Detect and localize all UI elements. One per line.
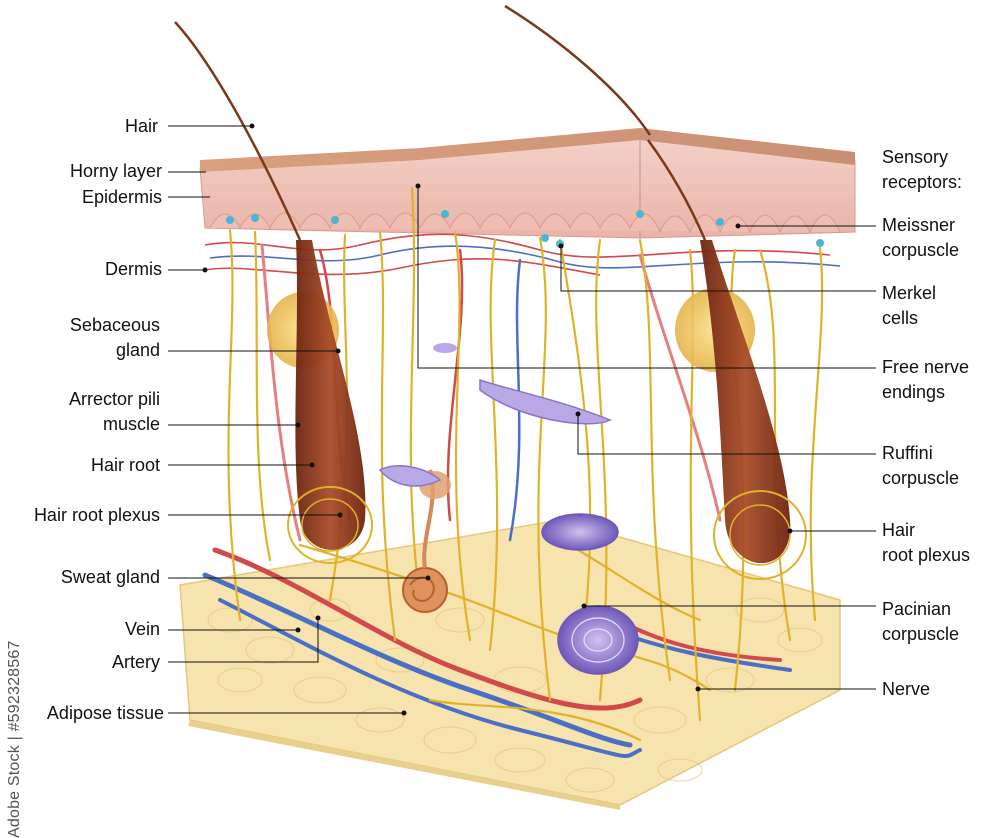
label-sensory-receptors: Sensory receptors: [882, 147, 963, 192]
label-arrector-pili-muscle: Arrector pili muscle [68, 389, 160, 434]
label-merkel-cells: Merkel cells [882, 283, 937, 328]
label-pacinian-corpuscle: Pacinian corpuscle [882, 599, 960, 644]
watermark-text: Adobe Stock | #592328567 [6, 640, 23, 838]
label-vein: Vein [124, 619, 160, 639]
label-adipose-tissue: Adipose tissue [46, 703, 164, 723]
leader-dots [202, 123, 793, 716]
label-nerve: Nerve [882, 679, 931, 699]
epidermis-block [199, 128, 856, 239]
label-hair: Hair [124, 116, 158, 136]
label-hair-root-plexus-right: Hair root plexus [882, 520, 971, 565]
leader-lines [168, 125, 876, 714]
pacinian-corpuscles [541, 513, 639, 675]
label-epidermis: Epidermis [81, 187, 162, 207]
label-sebaceous-gland: Sebaceous gland [69, 315, 160, 360]
label-ruffini-corpuscle: Ruffini corpuscle [882, 443, 960, 488]
adipose-tissue-block [179, 519, 841, 810]
hair-follicle-left [174, 21, 373, 564]
label-sweat-gland: Sweat gland [60, 567, 160, 587]
label-free-nerve-endings: Free nerve endings [882, 357, 970, 402]
label-horny-layer: Horny layer [69, 161, 162, 181]
hair-follicle-right [504, 4, 807, 580]
label-meissner-corpuscle: Meissner corpuscle [882, 215, 960, 260]
label-hair-root: Hair root [90, 455, 160, 475]
watermark: Adobe Stock | #592328567 [6, 598, 32, 838]
label-hair-root-plexus-left: Hair root plexus [33, 505, 160, 525]
label-dermis: Dermis [105, 259, 162, 279]
meissner-corpuscles [226, 210, 824, 248]
label-artery: Artery [111, 652, 160, 672]
